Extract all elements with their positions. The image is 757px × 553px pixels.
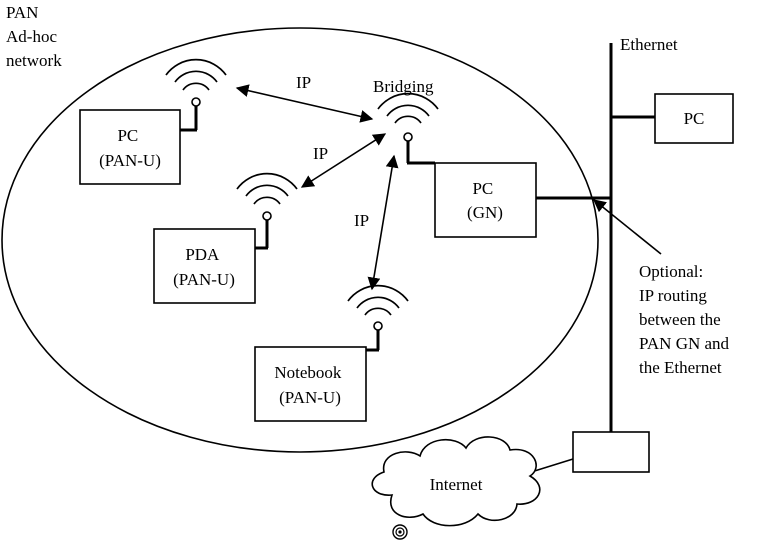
optional-note-line: PAN GN and [639, 334, 730, 353]
pc-ethernet-label: PC [684, 109, 705, 128]
ip-link-pda-to-bridge [300, 133, 387, 188]
ethernet-label: Ethernet [620, 35, 678, 54]
pc-gn-label: PC (GN) [467, 179, 503, 222]
pc-panu-antenna-icon [165, 58, 227, 107]
ip-link-pc-to-bridge [235, 84, 374, 123]
optional-note-line: the Ethernet [639, 358, 722, 377]
internet-cloud-icon [371, 436, 541, 527]
optional-note-line: IP routing [639, 286, 707, 305]
pc-panu-label: PC (PAN-U) [99, 126, 161, 170]
bridging-label: Bridging [373, 77, 434, 96]
optional-note-pointer [593, 199, 662, 255]
ip-label: IP [354, 211, 369, 230]
notebook-panu-label: Notebook (PAN-U) [274, 363, 345, 407]
notebook-antenna-icon [347, 284, 409, 331]
pan-label-line: PAN [6, 3, 38, 22]
pc-gn-node[interactable] [434, 162, 537, 238]
pc-panu-label-line: (PAN-U) [99, 151, 161, 170]
router-box[interactable] [572, 431, 650, 473]
cloud-spiral-icon [392, 524, 408, 540]
notebook-panu-node[interactable] [254, 346, 367, 422]
ip-link-notebook-to-bridge [367, 154, 399, 291]
pan-network-ellipse [1, 27, 599, 453]
pc-ethernet-node[interactable] [654, 93, 734, 144]
notebook-panu-label-line: (PAN-U) [279, 388, 341, 407]
optional-note: Optional: IP routing between the PAN GN … [639, 262, 733, 377]
pda-antenna-icon [236, 172, 298, 221]
pda-panu-node[interactable] [153, 228, 256, 304]
pan-label: PAN Ad-hoc network [6, 3, 62, 70]
pc-gn-label-line: (GN) [467, 203, 503, 222]
internet-label: Internet [430, 475, 483, 494]
ip-label: IP [296, 73, 311, 92]
notebook-panu-label-line: Notebook [274, 363, 342, 382]
pan-label-line: Ad-hoc [6, 27, 57, 46]
pc-panu-label-line: PC [117, 126, 138, 145]
pan-label-line: network [6, 51, 62, 70]
pc-gn-label-line: PC [472, 179, 493, 198]
pda-panu-label-line: PDA [185, 245, 220, 264]
ip-label: IP [313, 144, 328, 163]
pda-panu-label: PDA (PAN-U) [173, 245, 235, 289]
pda-panu-label-line: (PAN-U) [173, 270, 235, 289]
pc-panu-node[interactable] [79, 109, 181, 185]
bridging-antenna-icon [377, 92, 439, 142]
optional-note-line: between the [639, 310, 721, 329]
optional-note-line: Optional: [639, 262, 703, 281]
